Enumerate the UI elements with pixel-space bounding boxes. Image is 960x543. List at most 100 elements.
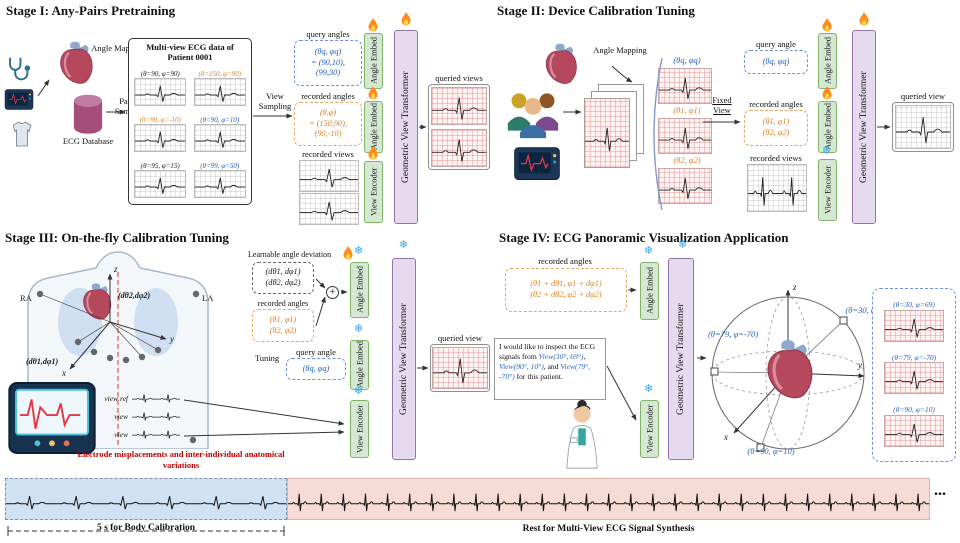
- panoramic-sphere: z y x: [710, 282, 865, 452]
- snowflake-icon: ❄: [354, 245, 364, 257]
- view-angle-label: (θ=95, φ=15): [140, 161, 180, 170]
- synth-view-group: (θ=79, φ=-70): [884, 352, 944, 397]
- recorded-views-label: recorded views: [750, 153, 802, 163]
- recorded-angles-box: (θ1, φ1) (θ2, φ2): [744, 110, 808, 146]
- view-angle-label: (θ=90, φ=-10): [139, 115, 181, 124]
- snowflake-icon: ❄: [399, 239, 409, 251]
- view-label: view: [114, 430, 128, 439]
- plus-combiner: +: [326, 286, 339, 299]
- angle-embed-block: Angle Embed: [640, 262, 659, 320]
- z-axis-label: z: [113, 264, 118, 274]
- stage1-title: Stage I: Any-Pairs Pretraining: [6, 3, 176, 18]
- x-axis-label: x: [723, 432, 728, 442]
- angle-line: (θ1 + dθ1, φ1 + dφ1): [530, 279, 602, 289]
- record-panels: [584, 84, 648, 170]
- output-angle-label: (θ=79, φ=-70): [891, 352, 937, 362]
- flame-icon: [821, 18, 833, 33]
- output-angle-label: (θ=30, φ=69): [893, 300, 935, 310]
- queried-view-box: [430, 344, 490, 392]
- angle-line: (θ,φ): [319, 107, 337, 117]
- geometric-view-transformer-block: Geometric View Transformer: [852, 30, 876, 224]
- flame-icon: [821, 86, 833, 101]
- ecg-thumbnail: [134, 123, 187, 152]
- portable-ecg-device: [8, 382, 96, 454]
- angle-line: = (90,10),: [311, 57, 345, 67]
- view-trace: [132, 430, 180, 439]
- view-encoder-block: View Encoder: [350, 400, 369, 458]
- stage3-title: Stage III: On-the-fly Calibration Tuning: [5, 230, 229, 245]
- ecg-view-cell: (θ=90, φ=90): [131, 66, 190, 111]
- angle-mapping-label: Angle Mapping: [593, 45, 647, 55]
- view-encoder-block: View Encoder: [818, 159, 837, 221]
- ecg-thumbnail: [134, 169, 187, 198]
- heart-icon: [538, 42, 582, 88]
- snowflake-icon: ❄: [678, 239, 688, 251]
- ecg-thumbnail: [658, 68, 712, 104]
- x-axis-label: x: [61, 368, 66, 378]
- learnable-deviation-label: Learnable angle deviation: [248, 250, 332, 259]
- z-axis-label: z: [792, 282, 797, 292]
- snowflake-icon: ❄: [822, 145, 832, 157]
- angle-deviation-box: (dθ1, dφ1) (dθ2, dφ2): [252, 262, 314, 294]
- query-angle-label: query angle: [756, 39, 796, 49]
- snowflake-icon: ❄: [354, 385, 364, 397]
- queried-views-label: queried views: [435, 73, 483, 83]
- recorded-angles-label: recorded angles: [257, 299, 309, 308]
- angle-line: (θ2, φ2): [762, 128, 790, 137]
- snowflake-icon: ❄: [644, 245, 654, 257]
- recorded-view-thumbnail: [299, 193, 359, 225]
- ecg-database-label: ECG Database: [62, 136, 114, 146]
- angle-line: (99,30): [315, 68, 341, 78]
- database-icon: [72, 94, 104, 134]
- angle-embed-block: Angle Embed: [350, 340, 369, 390]
- ecg-view-cell: (θ=99, φ=50): [191, 157, 250, 202]
- flame-icon: [400, 12, 412, 27]
- view-encoder-block: View Encoder: [364, 161, 383, 223]
- ecg-thumbnail: [193, 123, 246, 152]
- angle-embed-block: Angle Embed: [350, 262, 369, 318]
- output-ecg-thumbnail: [884, 309, 944, 342]
- ecg-thumbnail: [658, 118, 712, 154]
- angle-line: (θ1, φ1): [762, 117, 790, 127]
- angle-embed-block: Angle Embed: [818, 33, 837, 89]
- synthesized-views-panel: (θ=30, φ=69) (θ=79, φ=-70) (θ=90, φ=10): [872, 288, 956, 462]
- calibration-signal-strip: [5, 478, 287, 520]
- view-angle-label: (θ=99, φ=50): [200, 161, 240, 170]
- recorded-angles-box: (θ1 + dθ1, φ1 + dφ1) (θ2 + dθ2, φ2 + dφ2…: [505, 268, 627, 312]
- recorded-views-label: recorded views: [302, 149, 354, 159]
- query-angles-label: query angles: [306, 29, 350, 39]
- ecg-monitor-icon: [512, 146, 562, 186]
- y-axis-label: y: [857, 360, 862, 370]
- angle-line: (90,-10): [314, 129, 342, 139]
- ecg-monitor-icon: [4, 88, 34, 114]
- query-angles-box: (θq, φq) = (90,10), (99,30): [294, 40, 362, 86]
- view-trace: [132, 412, 180, 421]
- stage2-title: Stage II: Device Calibration Tuning: [497, 3, 695, 18]
- panel-angle-label: (θ2, φ2): [673, 155, 701, 165]
- angle-line: (θ2, φ2): [269, 325, 297, 335]
- panel-angle-label: (θq, φq): [673, 55, 701, 65]
- flame-icon: [367, 18, 379, 33]
- stage4-title: Stage IV: ECG Panoramic Visualization Ap…: [499, 230, 789, 245]
- geometric-view-transformer-block: Geometric View Transformer: [392, 258, 416, 460]
- ecg-thumbnail: [193, 169, 246, 198]
- snowflake-icon: ❄: [354, 323, 364, 335]
- output-angle-label: (θ=90, φ=10): [893, 405, 935, 415]
- angle-line: (θq, φq): [302, 363, 330, 373]
- recorded-view-thumbnail: [299, 160, 359, 192]
- angle-line: (θ1, φ1): [269, 314, 297, 324]
- queried-view-box: [892, 102, 954, 152]
- view-label: view: [114, 412, 128, 421]
- calibration-bracket-label: 5 s for Body Calibration: [5, 523, 287, 533]
- query-angle-box: (θq, φq): [744, 50, 808, 74]
- recorded-angles-box: (θ1, φ1) (θ2, φ2): [252, 309, 314, 342]
- queried-view-thumbnail: [895, 105, 951, 149]
- geometric-view-transformer-block: Geometric View Transformer: [394, 30, 418, 224]
- deviation2-label: (dθ2,dφ2): [118, 291, 150, 300]
- recorded-view-thumbnail: [747, 164, 807, 212]
- query-angle-box: (θq, φq): [286, 358, 346, 380]
- sphere-angle-label: (θ=30, φ=69): [845, 305, 893, 315]
- doctor-query-text: I would like to inspect the ECG signals …: [494, 338, 606, 400]
- view-angle-label: (θ=90, φ=90): [140, 70, 180, 79]
